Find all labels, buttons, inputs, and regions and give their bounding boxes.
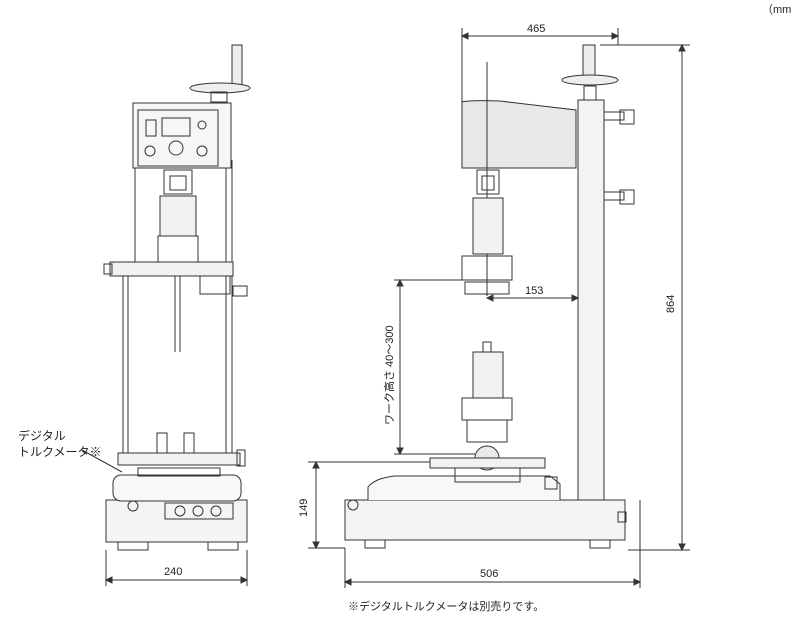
dim-side-506 — [343, 500, 642, 588]
callout-leader — [81, 449, 123, 473]
side-base — [344, 499, 626, 541]
side-column — [577, 99, 605, 501]
front-handle — [231, 44, 243, 88]
side-head — [461, 100, 577, 169]
dim-base-149 — [308, 460, 430, 550]
front-button-panel — [164, 502, 234, 520]
dim-front-width — [104, 550, 249, 586]
dim-front-width-label: 240 — [164, 566, 183, 578]
dim-work-height-label: ワーク高さ 40～300 — [384, 325, 396, 425]
front-handwheel — [189, 82, 251, 94]
dim-side-506-label: 506 — [480, 568, 499, 580]
footnote: ※デジタルトルクメータは別売りです。 — [348, 601, 545, 613]
dim-side-465 — [460, 28, 620, 102]
front-crossbar — [109, 261, 234, 277]
front-display — [161, 117, 191, 137]
dim-side-465-label: 465 — [527, 23, 546, 35]
dim-throat-label: 153 — [525, 285, 544, 297]
front-knob-1 — [174, 505, 186, 517]
side-view — [344, 44, 635, 549]
front-table — [117, 452, 241, 466]
front-spindle-body — [159, 195, 197, 237]
front-knob-2 — [192, 505, 204, 517]
unit-label: （mm） — [762, 4, 792, 16]
front-foot-right — [207, 541, 239, 551]
side-handwheel — [561, 74, 619, 86]
callout-line2: トルクメータ※ — [18, 445, 102, 459]
dim-height-label: 864 — [665, 294, 677, 313]
dim-base-label: 149 — [298, 498, 310, 517]
side-table — [429, 457, 546, 469]
callout-line1: デジタル — [18, 429, 66, 443]
side-lower-spindle — [472, 351, 504, 399]
front-knob-3 — [210, 505, 222, 517]
dim-throat-153 — [485, 294, 580, 302]
front-control-panel — [137, 109, 219, 167]
dim-work-height — [394, 278, 475, 456]
front-base-top — [112, 474, 242, 502]
front-foot-left — [117, 541, 149, 551]
side-upper-spindle — [472, 197, 504, 255]
side-base-top — [367, 475, 561, 500]
front-base-screw — [127, 500, 139, 512]
front-base — [105, 499, 248, 543]
dim-height-864 — [600, 43, 690, 552]
front-switch — [145, 119, 157, 137]
front-view — [103, 44, 251, 551]
